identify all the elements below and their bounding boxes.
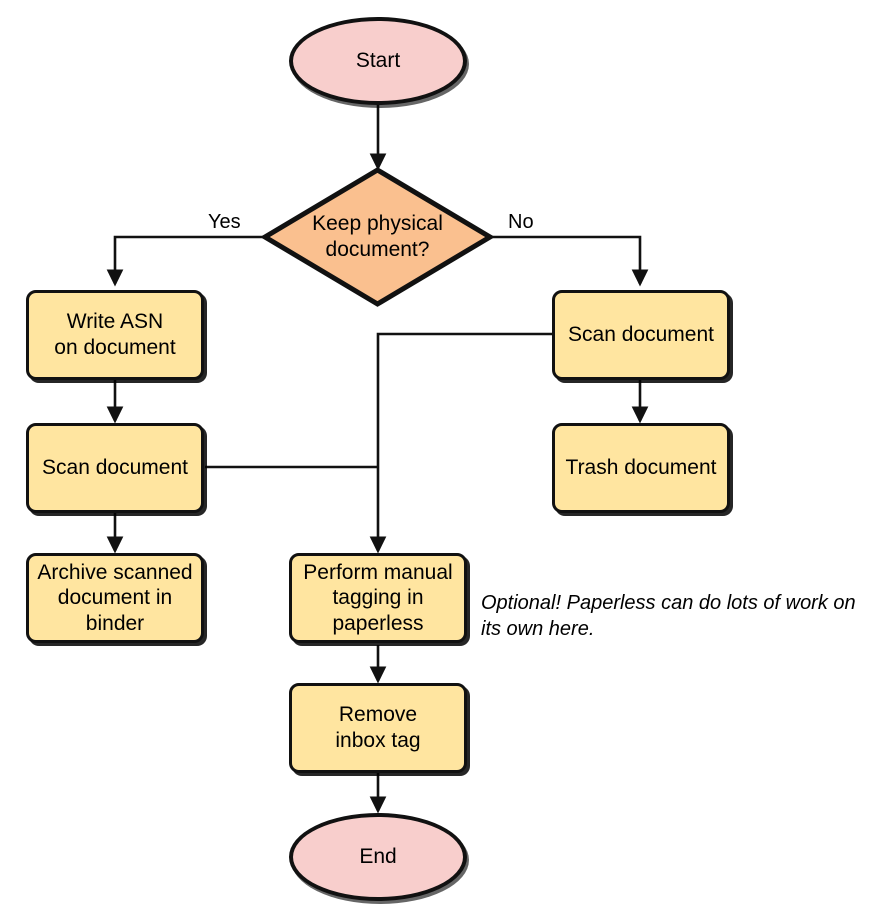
node-manual-tagging-label: Perform manual tagging in paperless [303,560,453,635]
edge-keep-to-write-asn [106,235,263,287]
node-write-asn[interactable]: Write ASN on document [26,290,204,380]
node-scan-document-right-label: Scan document [568,323,714,347]
node-keep-physical-document-label: Keep physical document? [312,212,443,261]
node-manual-tagging[interactable]: Perform manual tagging in paperless [289,553,467,643]
node-remove-inbox-tag[interactable]: Remove inbox tag [289,683,467,773]
annotation-optional-paperless: Optional! Paperless can do lots of work … [481,592,856,640]
edge-scan-right-to-tagging [369,332,552,554]
node-keep-physical-document[interactable]: Keep physical document? [262,167,493,307]
node-trash-document[interactable]: Trash document [552,423,730,513]
node-start-label: Start [355,49,401,72]
node-scan-document-left[interactable]: Scan document [26,423,204,513]
node-write-asn-label: Write ASN on document [54,310,176,359]
node-end[interactable]: End [289,813,467,901]
node-start[interactable]: Start [289,17,467,105]
edge-keep-to-scan-right [492,235,649,287]
edge-label-yes: Yes [208,211,241,233]
node-remove-inbox-tag-label: Remove inbox tag [335,703,421,752]
node-archive-scanned-document-label: Archive scanned document in binder [37,560,193,635]
edge-label-no: No [508,211,534,233]
node-archive-scanned-document[interactable]: Archive scanned document in binder [26,553,204,643]
node-trash-document-label: Trash document [565,456,717,480]
decision-shape [262,167,493,307]
node-scan-document-left-label: Scan document [42,456,188,480]
node-end-label: End [359,845,397,868]
node-scan-document-right[interactable]: Scan document [552,290,730,380]
